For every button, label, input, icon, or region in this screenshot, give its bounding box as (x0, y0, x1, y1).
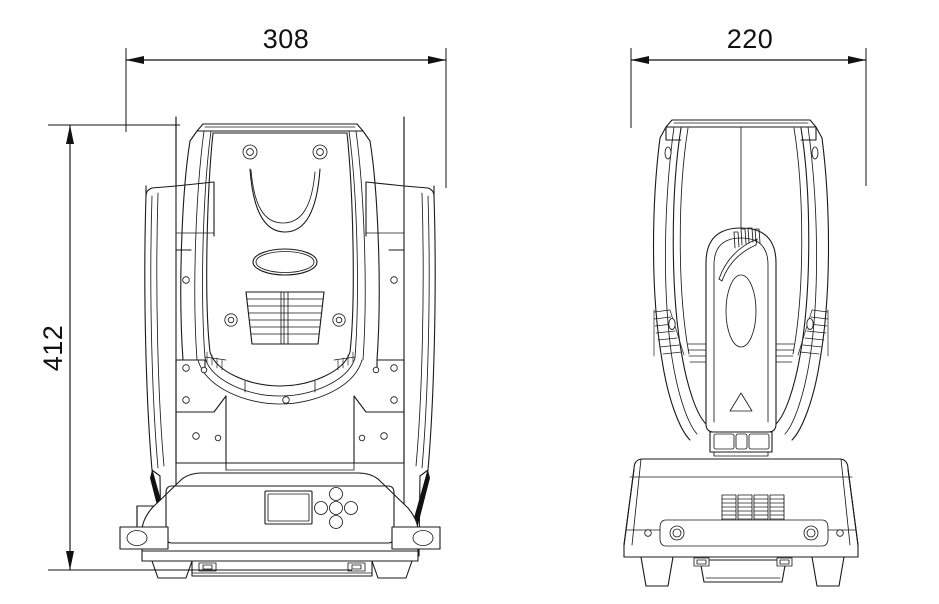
side-foot-left (640, 556, 674, 587)
side-vent-slots-right (797, 309, 829, 357)
keypad-button-up[interactable] (329, 487, 343, 501)
head-screw-right (312, 144, 328, 160)
base-screw-right (803, 525, 819, 541)
mounting-bracket-left (119, 526, 169, 550)
side-lower-vents-right (775, 343, 795, 363)
base-display-screen (264, 490, 313, 525)
keypad-button-down[interactable] (329, 515, 343, 529)
side-lower-vents-left (687, 343, 707, 363)
base-vent-grille (721, 494, 785, 523)
dimension-side-width: 220 (630, 24, 867, 186)
front-band-vents-right (333, 351, 356, 371)
keypad-button-right[interactable] (344, 501, 358, 515)
connector-block-right (748, 433, 770, 450)
lens-ellipse-inner (255, 251, 315, 273)
dimension-label-side-width: 220 (727, 24, 774, 54)
side-connector-blocks (709, 431, 773, 457)
lens-ellipse-outer (252, 248, 318, 276)
base-foot-right (371, 560, 413, 579)
dimension-label-front-height: 412 (38, 325, 68, 372)
side-foot-right (811, 556, 845, 587)
connector-block-left (713, 433, 735, 450)
carry-handle-inner (250, 169, 316, 224)
side-pivot-hole-left (668, 318, 676, 330)
fan-logo-icon (718, 227, 761, 282)
face-screw-left (224, 313, 238, 327)
front-lower-chassis (175, 359, 405, 471)
front-head-body (180, 123, 380, 405)
warning-triangle-icon (729, 392, 753, 412)
front-base (119, 472, 441, 579)
mounting-bracket-right (391, 526, 441, 550)
side-vent-slots-left (653, 309, 685, 357)
front-view (119, 116, 441, 579)
dimension-front-height: 412 (38, 124, 352, 571)
dimension-label-front-width: 308 (263, 24, 310, 54)
head-screw-left (242, 144, 258, 160)
keypad-button-left[interactable] (314, 501, 328, 515)
carry-handle-outer (249, 168, 321, 233)
face-screw-right (332, 313, 346, 327)
side-panel-plate (705, 227, 777, 433)
side-pivot-hole-right (806, 318, 814, 330)
side-base (623, 458, 859, 587)
connector-block-center (735, 433, 748, 450)
front-vent-grille (245, 291, 325, 345)
side-ellipse (725, 274, 757, 348)
base-screw-left (669, 525, 685, 541)
side-view (623, 119, 859, 587)
dimension-front-width: 308 (125, 24, 447, 188)
base-keypad-buttons (314, 487, 358, 529)
front-head-details (224, 144, 346, 345)
front-band-vents-left (204, 351, 227, 371)
keypad-button-enter[interactable] (329, 501, 343, 515)
